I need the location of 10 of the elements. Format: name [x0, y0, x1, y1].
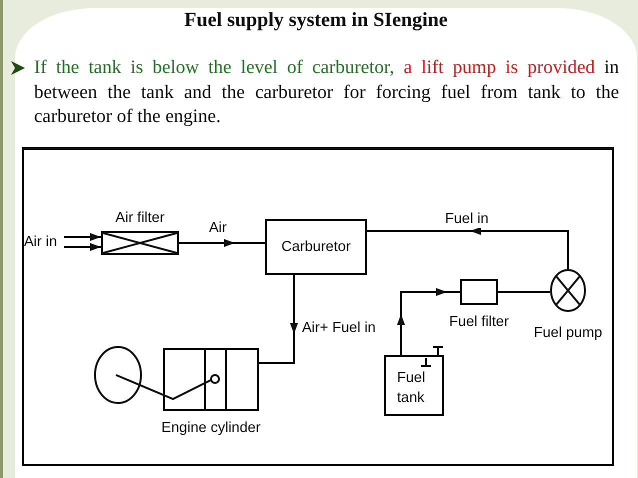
component-label: Fuel filter [449, 313, 509, 331]
component-label: Fuel pump [534, 324, 602, 342]
carburetor-box: Carburetor [265, 219, 367, 275]
edge-label: Fuel in [443, 210, 491, 228]
component-label: Air filter [115, 209, 165, 227]
component-label: Engine cylinder [161, 419, 261, 437]
bullet-text: If the tank is below the level of carburetor, a lift pump is provided in between the tank and the carburetor for forcing fuel from tank to the carburetor of the engine. [34, 56, 619, 129]
flow-label: Air in [24, 233, 64, 251]
slide-title: Fuel supply system in SIengine [183, 8, 449, 32]
fuel-tank-box: Fuel tank [384, 355, 444, 416]
